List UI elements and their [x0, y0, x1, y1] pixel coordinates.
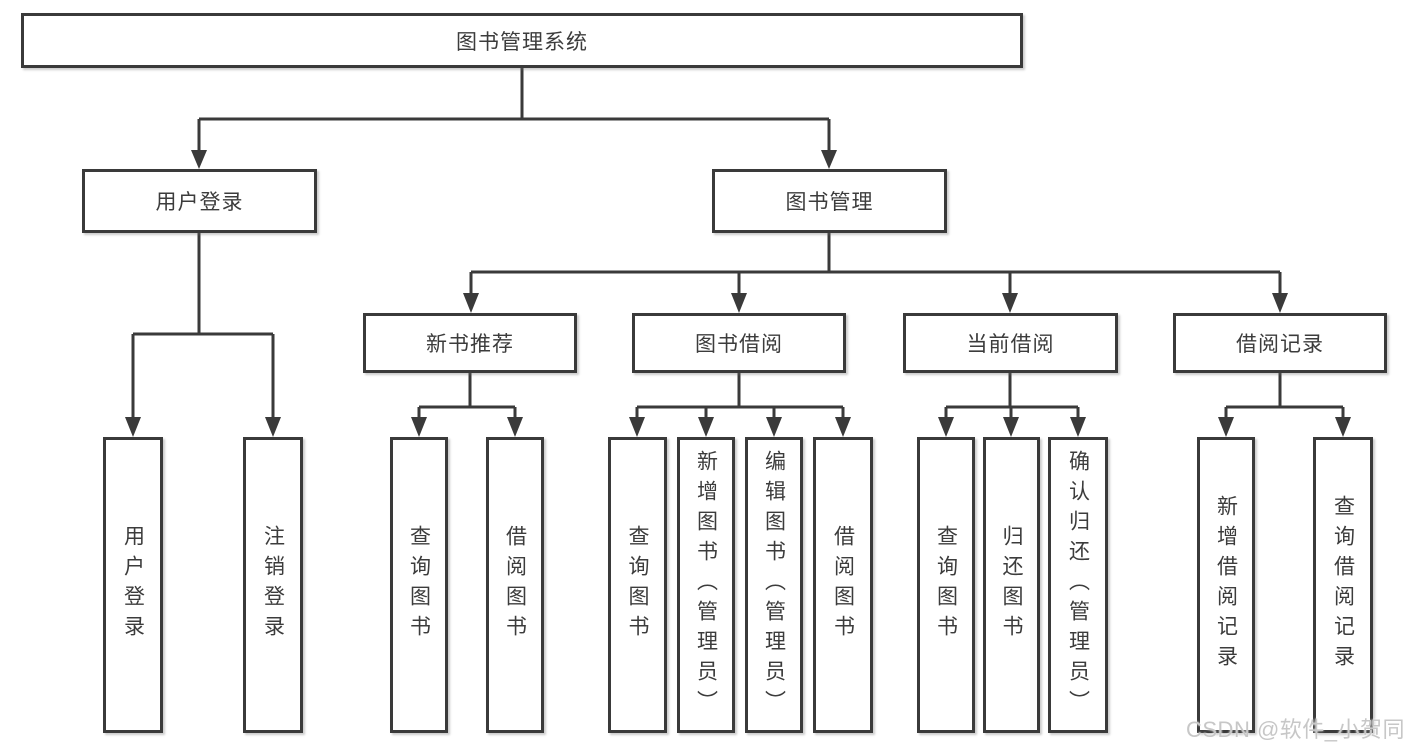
node-current-borrow: 当前借阅: [903, 313, 1118, 373]
node-user-login-label: 用户登录: [155, 191, 244, 214]
node-borrow-add-label: 新增图书（管理员）: [694, 450, 718, 720]
node-borrow-records-label: 借阅记录: [1236, 333, 1324, 356]
node-record-add: 新增借阅记录: [1197, 437, 1255, 733]
watermark: CSDN @软件_小贺同学: [1186, 717, 1405, 742]
node-book-mgmt-label: 图书管理: [785, 191, 874, 214]
node-logout-label: 注销登录: [261, 525, 285, 645]
node-login-label: 用户登录: [121, 525, 145, 645]
node-borrow-query-label: 查询图书: [626, 525, 649, 645]
node-record-query: 查询借阅记录: [1313, 437, 1373, 733]
node-borrow-borrow: 借阅图书: [813, 437, 873, 733]
node-current-confirm-label: 确认归还（管理员）: [1066, 450, 1090, 720]
node-current-query: 查询图书: [917, 437, 975, 733]
node-borrowing: 图书借阅: [632, 313, 846, 373]
node-book-mgmt: 图书管理: [712, 169, 947, 233]
node-newbook-query: 查询图书: [390, 437, 448, 733]
node-borrow-edit: 编辑图书（管理员）: [745, 437, 803, 733]
node-root: 图书管理系统: [21, 13, 1023, 68]
node-newbook-borrow-label: 借阅图书: [503, 525, 527, 645]
node-user-login: 用户登录: [82, 169, 317, 233]
node-new-book-label: 新书推荐: [426, 333, 514, 356]
node-logout: 注销登录: [243, 437, 303, 733]
node-borrow-records: 借阅记录: [1173, 313, 1387, 373]
node-current-return: 归还图书: [983, 437, 1040, 733]
node-borrow-add: 新增图书（管理员）: [677, 437, 735, 733]
node-record-add-label: 新增借阅记录: [1214, 495, 1238, 675]
node-current-confirm: 确认归还（管理员）: [1048, 437, 1108, 733]
node-borrow-query: 查询图书: [608, 437, 667, 733]
node-borrowing-label: 图书借阅: [695, 333, 783, 356]
node-current-borrow-label: 当前借阅: [966, 333, 1055, 356]
node-newbook-query-label: 查询图书: [407, 525, 431, 645]
node-new-book: 新书推荐: [363, 313, 577, 373]
node-root-label: 图书管理系统: [456, 30, 588, 54]
node-current-query-label: 查询图书: [934, 525, 958, 645]
node-current-return-label: 归还图书: [1000, 525, 1023, 645]
node-record-query-label: 查询借阅记录: [1331, 495, 1355, 675]
node-borrow-borrow-label: 借阅图书: [831, 525, 855, 645]
node-login: 用户登录: [103, 437, 163, 733]
node-borrow-edit-label: 编辑图书（管理员）: [762, 450, 786, 720]
node-newbook-borrow: 借阅图书: [486, 437, 544, 733]
